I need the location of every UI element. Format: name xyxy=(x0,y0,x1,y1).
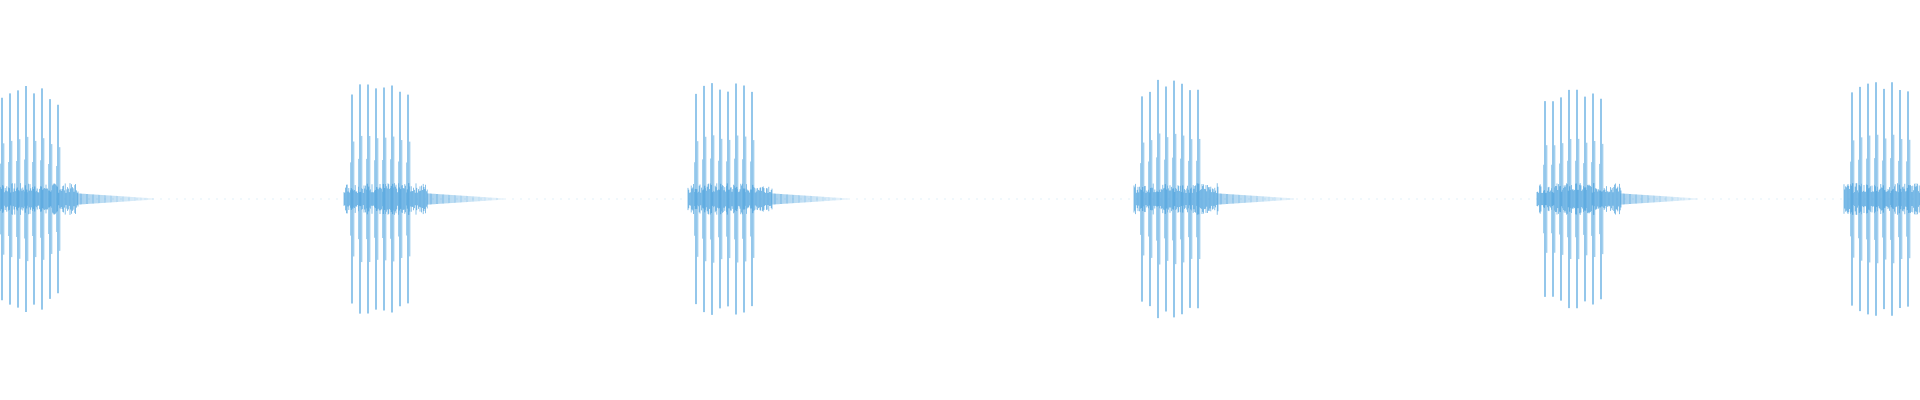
waveform-layer xyxy=(0,79,1920,319)
